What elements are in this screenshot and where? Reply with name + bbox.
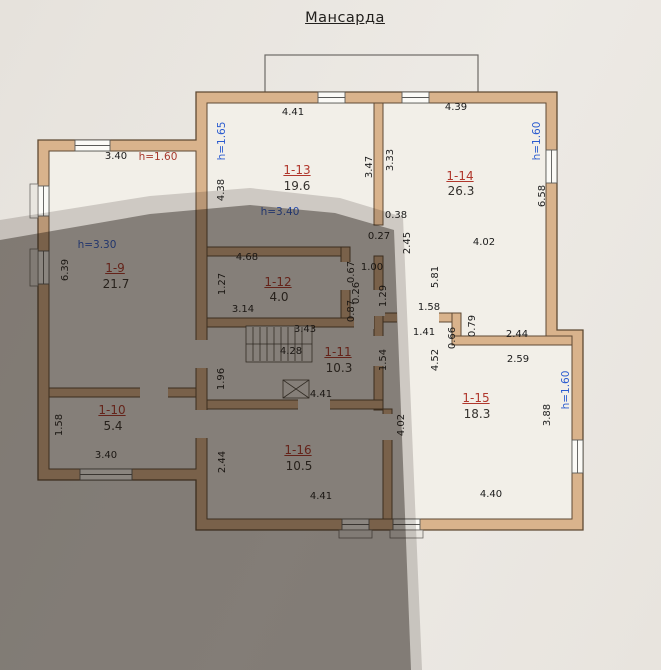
- room-area-1-13: 19.6: [283, 179, 311, 193]
- dimension-label: 2.44: [505, 329, 529, 340]
- dimension-label: 0.79: [467, 314, 478, 338]
- room-id-1-15: 1-15: [462, 391, 490, 405]
- dimension-label: 6.39: [60, 258, 71, 282]
- dimension-label: 4.41: [281, 107, 305, 118]
- dimension-label: 0.27: [367, 231, 391, 242]
- room-height-1-9: h=3.30: [77, 238, 117, 251]
- dimension-label: 4.38: [216, 178, 227, 202]
- room-id-1-12: 1-12: [264, 275, 292, 289]
- dimension-label: 4.40: [479, 489, 503, 500]
- dimension-label: 4.41: [309, 491, 333, 502]
- dimension-label: 1.27: [217, 272, 228, 296]
- room-area-1-9: 21.7: [102, 277, 130, 291]
- dimension-label: 0.87: [346, 299, 357, 323]
- dimension-label: 1.96: [216, 367, 227, 391]
- height-label: h=1.60: [530, 121, 543, 161]
- dimension-label: 6.58: [537, 184, 548, 208]
- room-area-1-16: 10.5: [285, 459, 313, 473]
- dimension-label: 1.54: [378, 348, 389, 372]
- dimension-label: 3.88: [542, 403, 553, 427]
- dimension-label: 4.52: [430, 348, 441, 372]
- dimension-label: 4.02: [396, 413, 407, 437]
- room-area-1-14: 26.3: [447, 184, 475, 198]
- height-label: h=1.65: [215, 121, 228, 161]
- room-area-1-11: 10.3: [325, 361, 353, 375]
- dimension-label: 4.41: [309, 389, 333, 400]
- windows: [29, 91, 584, 539]
- dimension-label: 4.28: [279, 346, 303, 357]
- door-openings: [140, 262, 439, 440]
- room-area-1-12: 4.0: [269, 290, 289, 304]
- height-label: h=1.60: [138, 150, 178, 163]
- dimension-label: 1.41: [412, 327, 436, 338]
- dimension-label: 1.58: [417, 302, 441, 313]
- dimension-label: 3.43: [293, 324, 317, 335]
- dimension-label: 2.45: [402, 231, 413, 255]
- dimension-label: 3.14: [231, 304, 255, 315]
- room-id-1-11: 1-11: [324, 345, 352, 359]
- dimension-label: 2.59: [506, 354, 530, 365]
- room-id-1-14: 1-14: [446, 169, 474, 183]
- dimension-label: 1.58: [54, 413, 65, 437]
- room-area-1-15: 18.3: [463, 407, 491, 421]
- dimension-label: 4.02: [472, 237, 496, 248]
- room-id-1-10: 1-10: [98, 403, 126, 417]
- dimension-label: 3.40: [94, 450, 118, 461]
- dimension-label: 1.29: [378, 284, 389, 308]
- height-label: h=1.60: [559, 370, 572, 410]
- staircase: [245, 325, 313, 399]
- room-height-1-13: h=3.40: [260, 205, 300, 218]
- page-title: Мансарда: [305, 10, 385, 26]
- dimension-label: 4.68: [235, 252, 259, 263]
- room-id-1-16: 1-16: [284, 443, 312, 457]
- dimension-label: 4.39: [444, 102, 468, 113]
- room-id-1-9: 1-9: [105, 261, 125, 275]
- dimension-label: 0.38: [384, 210, 408, 221]
- dimension-label: 0.66: [447, 326, 458, 350]
- dimension-label: 5.81: [430, 265, 441, 289]
- dimension-label: 0.67: [346, 260, 357, 284]
- room-id-1-13: 1-13: [283, 163, 311, 177]
- dimension-label: 1.00: [360, 262, 384, 273]
- dimension-label: 3.47: [364, 155, 375, 179]
- dimension-label: 3.33: [385, 148, 396, 172]
- room-area-1-10: 5.4: [103, 419, 123, 433]
- dimension-label: 2.44: [217, 450, 228, 474]
- dimension-label: 3.40: [104, 151, 128, 162]
